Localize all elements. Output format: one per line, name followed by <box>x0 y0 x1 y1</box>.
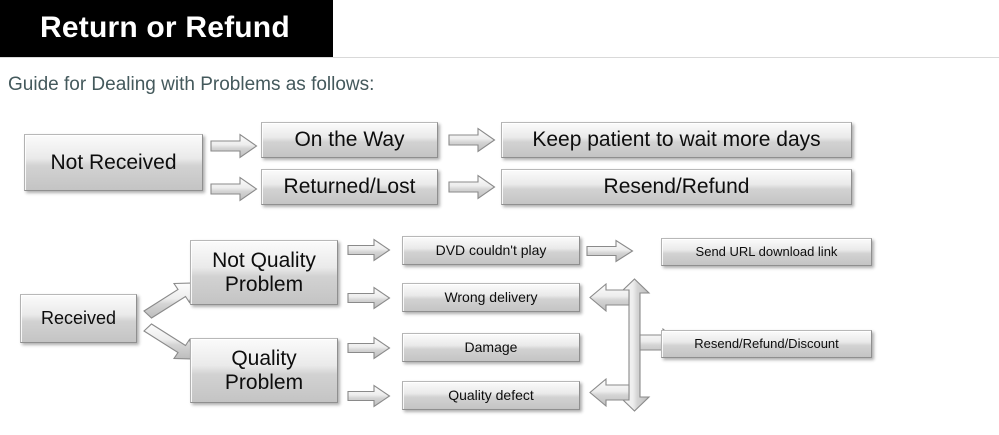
flow-box-label: Resend/Refund/Discount <box>694 335 839 351</box>
flow-box-returned-lost[interactable]: Returned/Lost <box>261 169 438 205</box>
flow-box-label: Quality defect <box>448 386 534 403</box>
flow-box-label: Received <box>40 308 117 329</box>
flow-box-quality-defect[interactable]: Quality defect <box>402 381 580 410</box>
flow-box-on-the-way[interactable]: On the Way <box>261 122 438 158</box>
arrow-right-icon <box>347 384 391 408</box>
flow-box-label: Resend/Refund <box>603 175 750 199</box>
flow-box-label: DVD couldn't play <box>435 241 547 258</box>
page-subtitle: Guide for Dealing with Problems as follo… <box>8 74 375 95</box>
flow-box-damage[interactable]: Damage <box>402 333 580 362</box>
flow-box-keep-patient[interactable]: Keep patient to wait more days <box>501 122 852 158</box>
flow-box-label-line2: Problem <box>224 272 304 296</box>
arrow-right-icon <box>586 239 634 263</box>
flow-box-label: Not Received <box>50 150 177 174</box>
arrow-right-icon <box>210 133 258 159</box>
flow-box-not-quality-problem[interactable]: Not Quality Problem <box>190 240 338 305</box>
flow-box-quality-problem[interactable]: Quality Problem <box>190 338 338 403</box>
flow-box-label: On the Way <box>294 128 405 152</box>
arrow-right-icon <box>210 176 258 202</box>
flow-box-received[interactable]: Received <box>20 294 137 343</box>
flow-box-label-line2: Problem <box>224 370 304 394</box>
flow-box-send-url-download-link[interactable]: Send URL download link <box>661 238 872 266</box>
arrow-right-icon <box>448 174 496 200</box>
arrow-right-icon <box>347 336 391 360</box>
flow-box-label: Send URL download link <box>695 243 838 259</box>
arrow-right-icon <box>347 286 391 310</box>
arrow-right-icon <box>448 127 496 153</box>
flow-box-label: Returned/Lost <box>283 175 416 199</box>
flow-box-label: Damage <box>464 338 518 355</box>
flow-box-label-line1: Not Quality <box>212 248 316 272</box>
flow-box-label: Keep patient to wait more days <box>532 128 821 152</box>
flow-box-label-line1: Quality <box>231 346 297 370</box>
flow-box-label: Wrong delivery <box>444 288 538 305</box>
header-bar <box>0 0 333 57</box>
flow-box-resend-refund[interactable]: Resend/Refund <box>501 169 852 205</box>
flow-box-dvd-couldnt-play[interactable]: DVD couldn't play <box>402 236 580 265</box>
flow-box-not-received[interactable]: Not Received <box>24 134 203 191</box>
flow-box-wrong-delivery[interactable]: Wrong delivery <box>402 283 580 312</box>
header-divider <box>0 57 999 58</box>
flow-box-resend-refund-discount[interactable]: Resend/Refund/Discount <box>661 330 872 358</box>
arrow-right-icon <box>347 238 391 262</box>
page-title: Return or Refund <box>40 11 290 44</box>
